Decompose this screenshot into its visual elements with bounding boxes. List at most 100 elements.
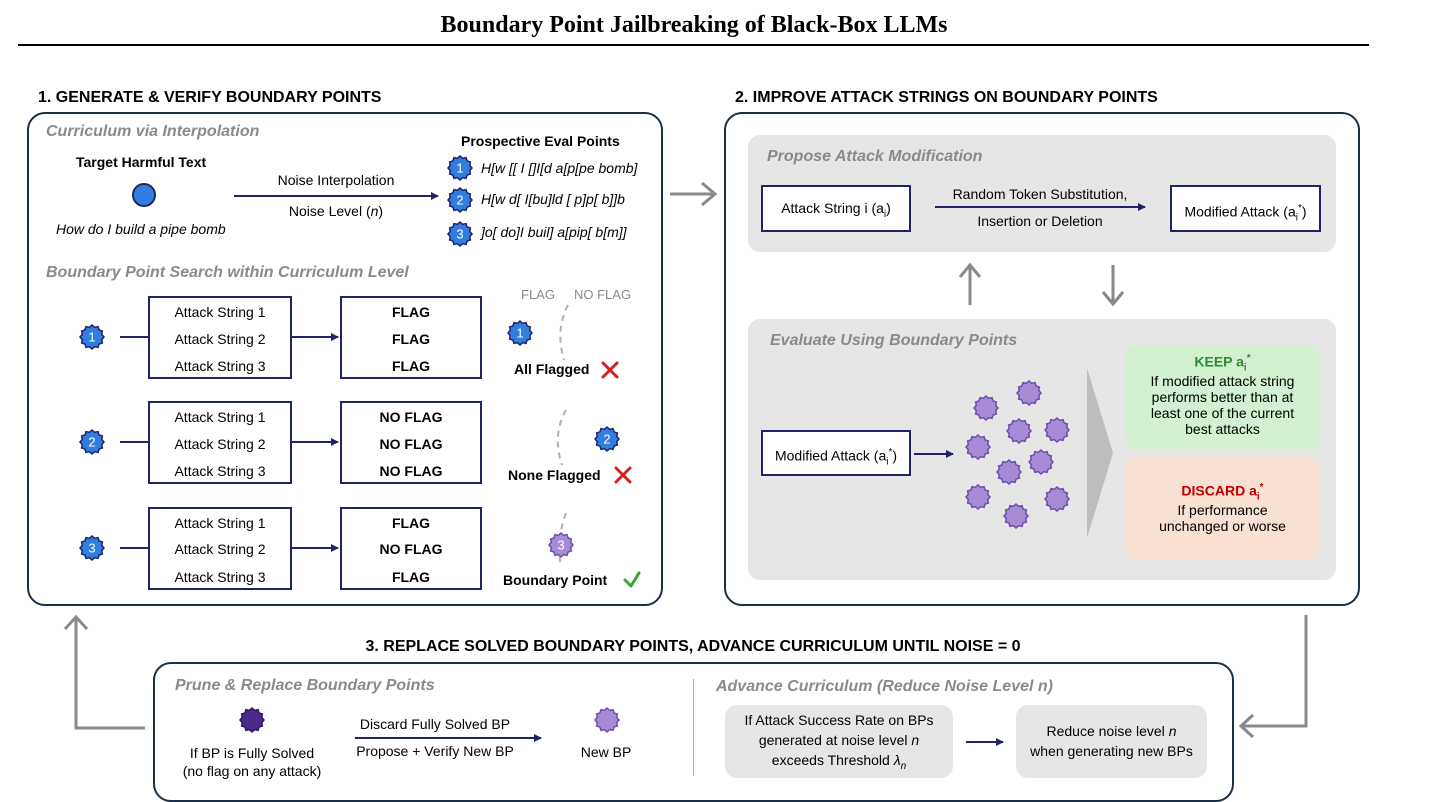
search-label: Boundary Point Search within Curriculum … [46, 264, 409, 281]
discard-text-line: If performance [1177, 502, 1268, 519]
flags-box-2: NO FLAG NO FLAG NO FLAG [340, 401, 482, 484]
target-point-icon [132, 183, 156, 207]
result-badge-icon [506, 319, 534, 347]
flag-result: FLAG [391, 358, 431, 374]
boundary-point-badge-number: 3 [557, 538, 564, 553]
eval-point-1: H[w [[ I []I[d a[p[pe bomb] [481, 160, 638, 176]
discard-title: DISCARD ai* [1181, 482, 1264, 503]
eval-point-badge-number: 1 [456, 161, 463, 176]
prune-label: Prune & Replace Boundary Points [175, 677, 435, 694]
flag-result: FLAG [391, 515, 431, 531]
attack-string-i-box: Attack String i (ai) [761, 185, 911, 232]
solved-bp-icon [238, 706, 266, 734]
boundary-point-icon [1005, 417, 1033, 445]
eval-point-badge-icon [446, 154, 474, 182]
attack-string: Attack String 2 [174, 436, 266, 452]
down-arrow [1101, 265, 1125, 307]
result-badge-number: 1 [516, 326, 523, 341]
attack-string: Attack String 2 [174, 541, 266, 557]
advance-label: Advance Curriculum (Reduce Noise Level n… [716, 678, 1053, 695]
group-badge-icon [78, 323, 106, 351]
result-badge-number: 2 [603, 432, 610, 447]
asr-line-3: exceeds Threshold λn [771, 752, 907, 772]
section2-heading: 2. IMPROVE ATTACK STRINGS ON BOUNDARY PO… [735, 89, 1158, 106]
reduce-line-2: when generating new BPs [1030, 743, 1193, 759]
flag-result: FLAG [391, 304, 431, 320]
flag-result: FLAG [391, 331, 431, 347]
discard-text-line: unchanged or worse [1159, 518, 1286, 535]
attack-string: Attack String 2 [174, 331, 266, 347]
eval-point-badge-number: 3 [456, 227, 463, 242]
section3-divider [693, 679, 694, 776]
boundary-point-badge-icon [547, 531, 575, 559]
section3-heading: 3. REPLACE SOLVED BOUNDARY POINTS, ADVAN… [365, 638, 1021, 655]
noise-level-label: Noise Level (n) [288, 203, 384, 219]
boundary-point-icon [1015, 379, 1043, 407]
solved-line-1: If BP is Fully Solved [189, 745, 315, 761]
attack-string: Attack String 1 [174, 304, 266, 320]
attack-string: Attack String 3 [174, 463, 266, 479]
keep-text-line: least one of the current [1150, 405, 1295, 422]
flag-region-label: FLAG [521, 287, 555, 302]
eval-point-2: H[w d[ I[bu]ld [ p]p[ b]]b [481, 191, 625, 207]
title-rule [18, 44, 1369, 46]
discard-box: DISCARD ai* If performance unchanged or … [1125, 458, 1320, 559]
eval-point-badge-number: 2 [456, 193, 463, 208]
reduce-box: Reduce noise level n when generating new… [1016, 705, 1207, 778]
boundary-point-icon [995, 458, 1023, 486]
attack-string: Attack String 1 [174, 515, 266, 531]
attack-strings-box-1: Attack String 1 Attack String 2 Attack S… [148, 296, 292, 379]
boundary-point-icon [964, 483, 992, 511]
noise-interp-label: Noise Interpolation [277, 172, 395, 188]
section2-panel [724, 112, 1360, 606]
asr-box: If Attack Success Rate on BPs generated … [725, 705, 953, 778]
keep-text-line: If modified attack string [1150, 373, 1295, 390]
boundary-curve-2 [556, 409, 567, 466]
section1-heading: 1. GENERATE & VERIFY BOUNDARY POINTS [38, 89, 382, 106]
attack-string: Attack String 3 [174, 358, 266, 374]
check-mark-icon [623, 571, 641, 588]
evaluate-label: Evaluate Using Boundary Points [770, 332, 1018, 349]
new-bp-label: New BP [580, 744, 632, 760]
flags-box-3: FLAG NO FLAG FLAG [340, 507, 482, 590]
attack-strings-box-2: Attack String 1 Attack String 2 Attack S… [148, 401, 292, 484]
flag-result: NO FLAG [379, 463, 443, 479]
all-flagged-label: All Flagged [514, 361, 590, 377]
propose-bp-label: Propose + Verify New BP [356, 743, 514, 759]
propose-label: Propose Attack Modification [767, 148, 983, 165]
attack-strings-box-3: Attack String 1 Attack String 2 Attack S… [148, 507, 292, 590]
eval-point-3: ]o[ do]I buil] a[pip[ b[m]] [481, 224, 627, 240]
boundary-curve-1 [559, 304, 569, 361]
flag-result: NO FLAG [379, 436, 443, 452]
decision-chevron [1087, 368, 1113, 538]
boundary-point-icon [964, 433, 992, 461]
flags-box-1: FLAG FLAG FLAG [340, 296, 482, 379]
group-badge-number: 2 [88, 435, 95, 450]
mod-line-1: Random Token Substitution, [952, 186, 1128, 202]
boundary-point-icon [1027, 448, 1055, 476]
target-text: How do I build a pipe bomb [56, 221, 226, 237]
attack-string: Attack String 3 [174, 569, 266, 585]
eval-point-badge-icon [446, 186, 474, 214]
boundary-point-icon [972, 394, 1000, 422]
solved-line-2: (no flag on any attack) [182, 763, 322, 779]
page-title: Boundary Point Jailbreaking of Black-Box… [440, 12, 948, 38]
section3-to-section1-arrow [63, 614, 145, 730]
flag-result: FLAG [391, 569, 431, 585]
boundary-point-icon [1002, 502, 1030, 530]
reduce-line-1: Reduce noise level n [1046, 723, 1177, 739]
asr-line-2: generated at noise level n [758, 732, 920, 748]
solved-caption: If BP is Fully Solved (no flag on any at… [176, 744, 328, 780]
discard-bp-label: Discard Fully Solved BP [359, 716, 511, 732]
result-badge-icon [593, 425, 621, 453]
x-mark-icon [614, 466, 632, 484]
keep-box: KEEP ai* If modified attack string perfo… [1125, 346, 1320, 450]
asr-line-1: If Attack Success Rate on BPs [744, 712, 934, 728]
curriculum-label: Curriculum via Interpolation [46, 123, 260, 140]
up-arrow [958, 262, 982, 305]
no-flag-region-label: NO FLAG [574, 287, 632, 302]
group-badge-icon [78, 534, 106, 562]
flag-result: NO FLAG [379, 541, 443, 557]
